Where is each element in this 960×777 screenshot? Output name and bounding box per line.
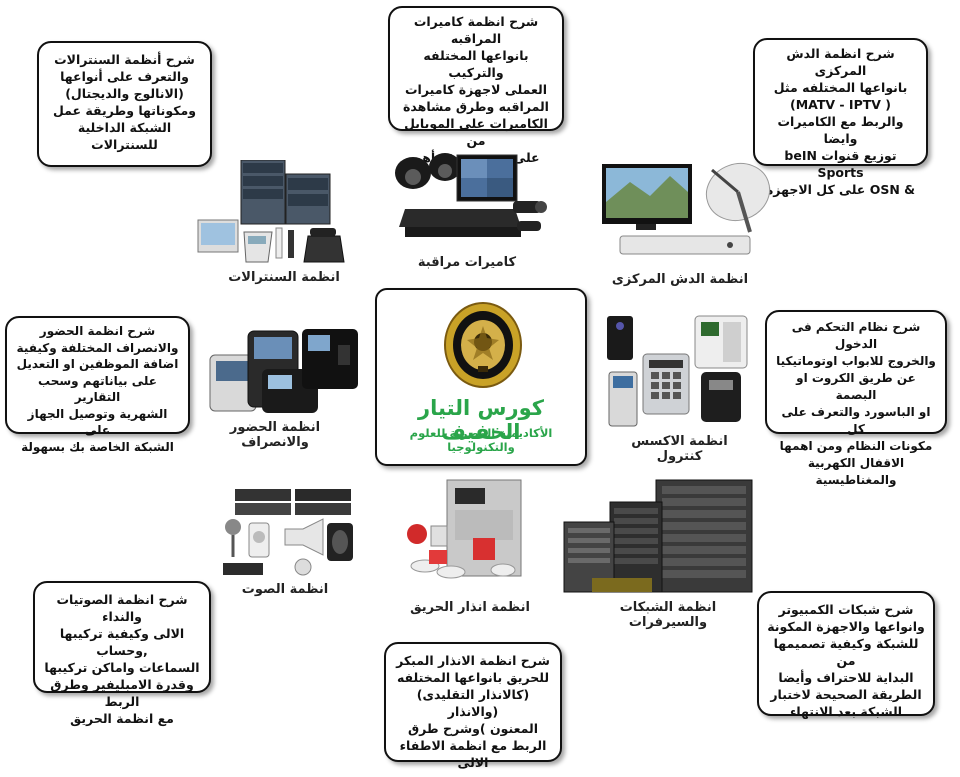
sound-system-illustration xyxy=(223,489,353,576)
fire-description-box: شرح انظمة الانذار المبكر للحريق بانواعها… xyxy=(384,642,562,770)
fire-label: انظمة انذار الحريق xyxy=(410,600,530,615)
cameras-description: شرح انظمة كاميرات المراقبه بانواعها المخ… xyxy=(403,14,549,182)
networks-description-box: شرح شبكات الكمبيوتر وانواعها والاجهزة ال… xyxy=(757,591,935,719)
networks-label: انظمة الشبكات والسيرفرات xyxy=(619,600,717,630)
sound-label: انظمة الصوت xyxy=(241,582,329,597)
attendance-description-box: شرح انظمة الحضور والانصراف المختلفة وكيف… xyxy=(5,316,190,454)
dish-description-box: شرح انظمة الدش المركزى بانواعها المختلفه… xyxy=(753,38,928,197)
dish-description: شرح انظمة الدش المركزى بانواعها المختلفه… xyxy=(765,46,916,197)
academy-name: الأكاديمية المصرية للعلوم والتكنولوجيا xyxy=(409,426,553,454)
pbx-description-box: شرح أنظمة السنترالات والتعرف على أنواعها… xyxy=(37,41,212,167)
academy-logo-icon xyxy=(444,302,522,388)
networks-description: شرح شبكات الكمبيوتر وانواعها والاجهزة ال… xyxy=(767,602,925,719)
fire-description: شرح انظمة الانذار المبكر للحريق بانواعها… xyxy=(396,653,550,770)
attendance-devices-illustration xyxy=(209,329,358,413)
pbx-phones-illustration xyxy=(197,160,345,263)
attendance-label: انظمة الحضور والانصراف xyxy=(229,420,321,450)
sound-description-box: شرح انظمة الصوتيات والنداء الالى وكيفية … xyxy=(33,581,211,726)
access-description-box: شرح نظام التحكم فى الدخول والخروج للابوا… xyxy=(765,310,947,487)
access-label: انظمة الاكسس كنترول xyxy=(631,434,728,464)
satellite-dish-illustration xyxy=(602,163,771,255)
sound-description: شرح انظمة الصوتيات والنداء الالى وكيفية … xyxy=(44,592,200,726)
cctv-cameras-illustration xyxy=(395,153,547,237)
cameras-description-box: شرح انظمة كاميرات المراقبه بانواعها المخ… xyxy=(388,6,564,182)
center-course-card: كورس التيار الخفيف الأكاديمية المصرية لل… xyxy=(375,288,587,466)
dish-label: انظمة الدش المركزى xyxy=(611,272,749,287)
pbx-label: انظمة السنترالات xyxy=(228,270,340,285)
fire-alarm-illustration xyxy=(407,479,522,579)
cameras-label: كاميرات مراقبة xyxy=(417,255,517,270)
network-servers-illustration xyxy=(563,479,753,593)
access-description: شرح نظام التحكم فى الدخول والخروج للابوا… xyxy=(776,320,936,487)
course-title: كورس التيار الخفيف xyxy=(418,396,544,444)
access-control-illustration xyxy=(607,315,748,427)
pbx-description: شرح أنظمة السنترالات والتعرف على أنواعها… xyxy=(52,52,196,152)
attendance-description: شرح انظمة الحضور والانصراف المختلفة وكيف… xyxy=(16,324,179,454)
